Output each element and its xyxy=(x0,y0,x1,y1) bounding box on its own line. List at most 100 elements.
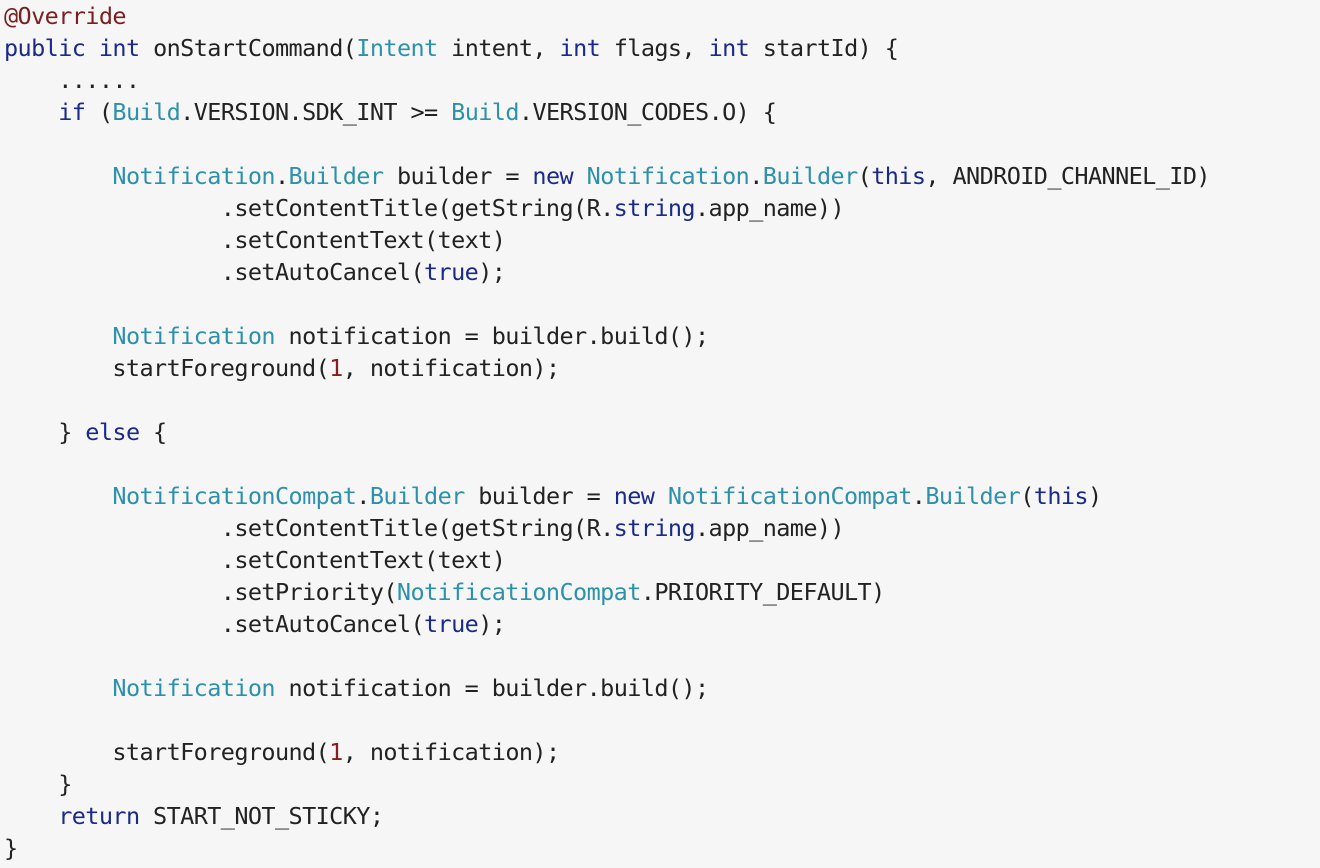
code-line: Notification notification = builder.buil… xyxy=(4,672,1320,704)
code-token: Build xyxy=(112,98,181,126)
code-token: .setAutoCancel( xyxy=(4,610,425,638)
code-token: flags, xyxy=(600,34,709,62)
code-line: .setPriority(NotificationCompat.PRIORITY… xyxy=(4,576,1320,608)
code-token: int xyxy=(559,34,601,62)
code-token: onStartCommand( xyxy=(139,34,357,62)
code-token: @Override xyxy=(4,2,127,30)
code-token: } xyxy=(4,834,18,862)
code-token: Build xyxy=(451,98,519,126)
code-token: Builder xyxy=(925,482,1021,510)
code-token: Intent xyxy=(356,34,438,62)
code-line: startForeground(1, notification); xyxy=(4,352,1320,384)
code-line: @Override xyxy=(4,0,1320,32)
code-token: int xyxy=(98,34,140,62)
code-token: intent, xyxy=(437,34,560,62)
code-token xyxy=(4,674,112,702)
code-token: ) xyxy=(1087,482,1102,510)
code-line: } xyxy=(4,768,1320,800)
code-line: .setContentTitle(getString(R.string.app_… xyxy=(4,192,1320,224)
code-token: } xyxy=(4,418,86,446)
code-token: .setAutoCancel( xyxy=(4,258,425,286)
code-token xyxy=(4,482,112,510)
code-token: , notification); xyxy=(342,738,560,766)
code-line: startForeground(1, notification); xyxy=(4,736,1320,768)
code-token: notification = builder.build(); xyxy=(274,322,710,350)
code-token: 1 xyxy=(329,738,343,766)
code-token: ...... xyxy=(4,66,140,94)
code-token: . xyxy=(911,482,926,510)
code-token: .setContentTitle(getString(R. xyxy=(4,514,615,542)
code-token: true xyxy=(424,610,479,638)
code-token: else xyxy=(85,418,140,446)
code-token xyxy=(654,482,668,510)
code-token: .VERSION.SDK_INT >= xyxy=(180,98,452,126)
code-token: notification = builder.build(); xyxy=(274,674,710,702)
code-token: NotificationCompat xyxy=(667,482,912,510)
code-token: START_NOT_STICKY; xyxy=(139,802,384,830)
code-line xyxy=(4,288,1320,320)
code-token: public xyxy=(4,34,86,62)
code-line xyxy=(4,704,1320,736)
code-token: , ANDROID_CHANNEL_ID) xyxy=(925,162,1210,190)
code-token: .VERSION_CODES.O) { xyxy=(518,98,777,126)
code-token xyxy=(4,98,58,126)
code-token: .setContentText(text) xyxy=(4,226,506,254)
code-token: Builder xyxy=(369,482,465,510)
code-token: 1 xyxy=(329,354,343,382)
code-line: .setContentTitle(getString(R.string.app_… xyxy=(4,512,1320,544)
code-token: ( xyxy=(1020,482,1034,510)
code-token: .app_name)) xyxy=(694,194,845,222)
code-token: this xyxy=(1033,482,1089,510)
code-token: int xyxy=(708,34,750,62)
code-token: .setContentTitle(getString(R. xyxy=(4,194,615,222)
code-token xyxy=(573,162,587,190)
code-token: . xyxy=(749,162,763,190)
code-token: builder = xyxy=(464,482,614,510)
code-line: NotificationCompat.Builder builder = new… xyxy=(4,480,1320,512)
code-token: startForeground( xyxy=(4,738,330,766)
code-token: } xyxy=(4,770,72,798)
code-line: if (Build.VERSION.SDK_INT >= Build.VERSI… xyxy=(4,96,1320,128)
code-line: Notification.Builder builder = new Notif… xyxy=(4,160,1320,192)
code-token: startForeground( xyxy=(4,354,330,382)
code-token: ); xyxy=(478,610,506,638)
code-token: .app_name)) xyxy=(694,514,845,542)
code-token xyxy=(4,162,112,190)
code-token: this xyxy=(871,162,926,190)
code-token: ); xyxy=(478,258,506,286)
code-token xyxy=(4,322,112,350)
code-token: string xyxy=(613,514,696,542)
code-token: ( xyxy=(85,98,113,126)
code-line: .setContentText(text) xyxy=(4,224,1320,256)
code-line xyxy=(4,128,1320,160)
code-token: builder = xyxy=(383,162,533,190)
code-token: . xyxy=(274,162,289,190)
code-line: } xyxy=(4,832,1320,864)
code-token: Builder xyxy=(288,162,384,190)
code-token: new xyxy=(532,162,574,190)
code-token: ( xyxy=(857,162,872,190)
code-token: startId) { xyxy=(749,34,899,62)
code-line xyxy=(4,384,1320,416)
code-token: .PRIORITY_DEFAULT) xyxy=(640,578,885,606)
code-line xyxy=(4,448,1320,480)
code-token: NotificationCompat xyxy=(396,578,641,606)
code-token: Notification xyxy=(112,162,275,190)
code-token: . xyxy=(356,482,370,510)
code-line xyxy=(4,640,1320,672)
code-line: ...... xyxy=(4,64,1320,96)
code-line: .setAutoCancel(true); xyxy=(4,608,1320,640)
code-token xyxy=(85,34,99,62)
code-line: public int onStartCommand(Intent intent,… xyxy=(4,32,1320,64)
code-token: .setPriority( xyxy=(4,578,398,606)
code-line: .setContentText(text) xyxy=(4,544,1320,576)
code-token: NotificationCompat xyxy=(112,482,357,510)
code-line: .setAutoCancel(true); xyxy=(4,256,1320,288)
code-token: new xyxy=(613,482,655,510)
code-token: { xyxy=(139,418,167,446)
code-token: .setContentText(text) xyxy=(4,546,506,574)
code-token: , notification); xyxy=(342,354,560,382)
code-token: Notification xyxy=(112,674,275,702)
